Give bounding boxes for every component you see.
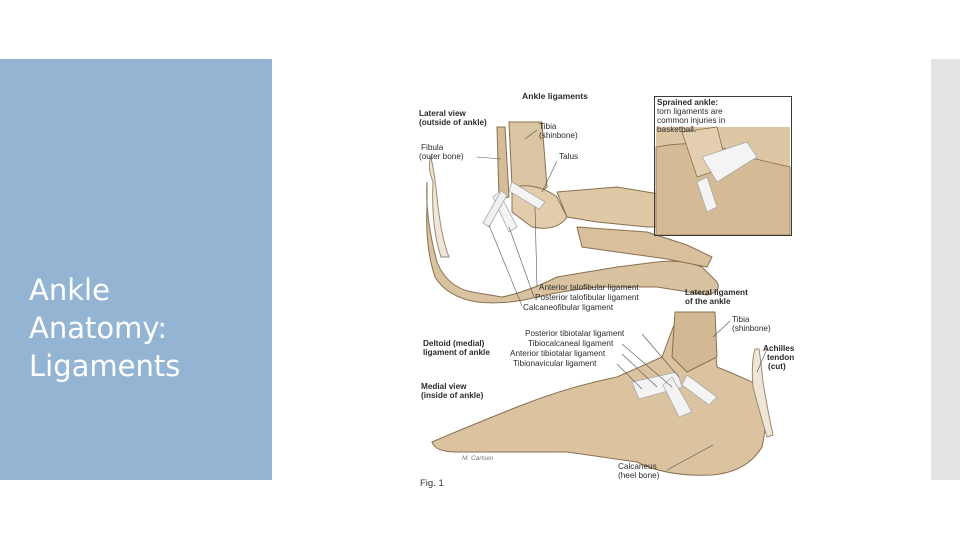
calcaneofibular-label: Calcaneofibular ligament [523,303,613,313]
medial-view-label-2: (inside of ankle) [421,391,483,401]
calcaneus-label-2: (heel bone) [618,471,659,481]
talus-label: Talus [559,152,578,162]
figure-number: Fig. 1 [420,478,444,489]
tibia-bottom-label-2: (shinbone) [732,324,771,334]
achilles-label-3: (cut) [768,362,786,372]
artist-signature: M. Carlsen [462,455,493,462]
deltoid-label-2: ligament of ankle [423,348,490,358]
slide-title-line-3: Ligaments [29,347,269,385]
main-figure-title: Ankle ligaments [522,92,588,102]
fibula-label-2: (outer bone) [419,152,464,162]
slide-title: Ankle Anatomy: Ligaments [29,271,269,385]
posterior-tibiotalar-label: Posterior tibiotalar ligament [525,329,624,339]
ankle-ligament-illustration: Ankle ligaments Lateral view (outside of… [417,87,799,494]
posterior-talofibular-label: Posterior talofibular ligament [535,293,639,303]
slide-title-line-2: Anatomy: [29,309,269,347]
anterior-tibiotalar-label: Anterior tibiotalar ligament [510,349,605,359]
lateral-view-label-2: (outside of ankle) [419,118,487,128]
inset-text-3: basketball. [657,125,696,135]
tibia-top-label-2: (shinbone) [539,131,578,141]
title-panel: Ankle Anatomy: Ligaments [0,59,272,480]
right-accent-bar [931,59,960,480]
anterior-talofibular-label: Anterior talofibular ligament [539,283,639,293]
slide-title-line-1: Ankle [29,271,269,309]
tibionavicular-label: Tibionavicular ligament [513,359,596,369]
lateral-ligament-label-2: of the ankle [685,297,731,307]
tibiocalcaneal-label: Tibiocalcaneal ligament [528,339,613,349]
